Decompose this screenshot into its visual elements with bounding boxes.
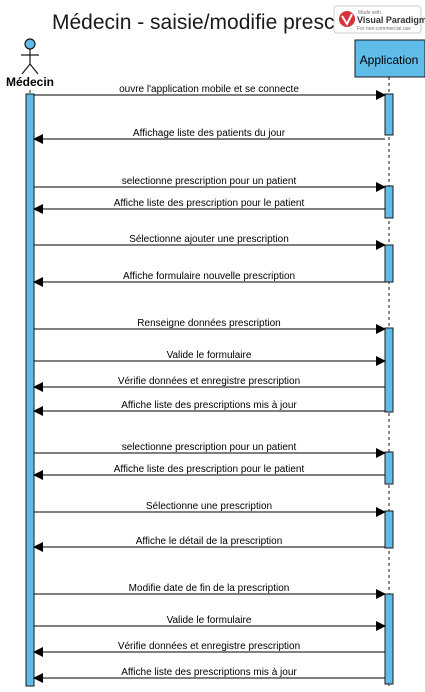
object-activation-bar (384, 327, 394, 413)
watermark-made-with: Made with (358, 10, 381, 16)
actor-activation-bar (25, 93, 35, 687)
message-label: Sélectionne ajouter une prescription (129, 234, 289, 245)
object-activation-bar (384, 93, 394, 136)
message-label: Sélectionne une prescription (146, 501, 272, 512)
watermark-note: For non-commercial use (357, 26, 411, 32)
message-label: Affiche liste des prescriptions mis à jo… (121, 400, 297, 411)
object-name: Application (360, 53, 419, 67)
watermark-box (333, 5, 422, 34)
object-activation-bar (384, 451, 394, 485)
message-label: selectionne prescription pour un patient (122, 442, 297, 453)
object-activation-bar (384, 185, 394, 219)
watermark-logo-icon (339, 11, 355, 27)
actor-name: Médecin (6, 75, 54, 89)
message-label: Affiche le détail de la prescription (136, 536, 283, 547)
object-activation-bar (384, 593, 394, 685)
message-label: Modifie date de fin de la prescription (129, 583, 290, 594)
message-label: Affiche liste des prescription pour le p… (114, 464, 305, 475)
message-label: Affiche formulaire nouvelle prescription (123, 271, 295, 282)
actor-stick-figure-icon (21, 38, 39, 75)
object-box (354, 39, 425, 78)
watermark: Made with Visual Paradigm For non-commer… (333, 5, 425, 34)
message-label: ouvre l'application mobile et se connect… (119, 84, 299, 95)
message-label: Vérifie données et enregistre prescripti… (118, 641, 300, 652)
message-label: Affiche liste des prescription pour le p… (114, 198, 305, 209)
message-label: Valide le formulaire (167, 615, 252, 626)
message-label: selectionne prescription pour un patient (122, 176, 297, 187)
message-label: Affiche liste des prescriptions mis à jo… (121, 667, 297, 678)
diagram-title: Médecin - saisie/modifie presc (52, 11, 334, 34)
message-label: Valide le formulaire (167, 350, 252, 361)
object-activation-bar (384, 510, 394, 549)
message-label: Affichage liste des patients du jour (133, 128, 286, 139)
object-activation-bar (384, 244, 394, 283)
message-label: Renseigne données prescription (137, 318, 280, 329)
message-label: Vérifie données et enregistre prescripti… (118, 376, 300, 387)
watermark-brand: Visual Paradigm (357, 15, 425, 25)
messages: ouvre l'application mobile et se connect… (33, 84, 386, 683)
object-activations (384, 93, 394, 685)
